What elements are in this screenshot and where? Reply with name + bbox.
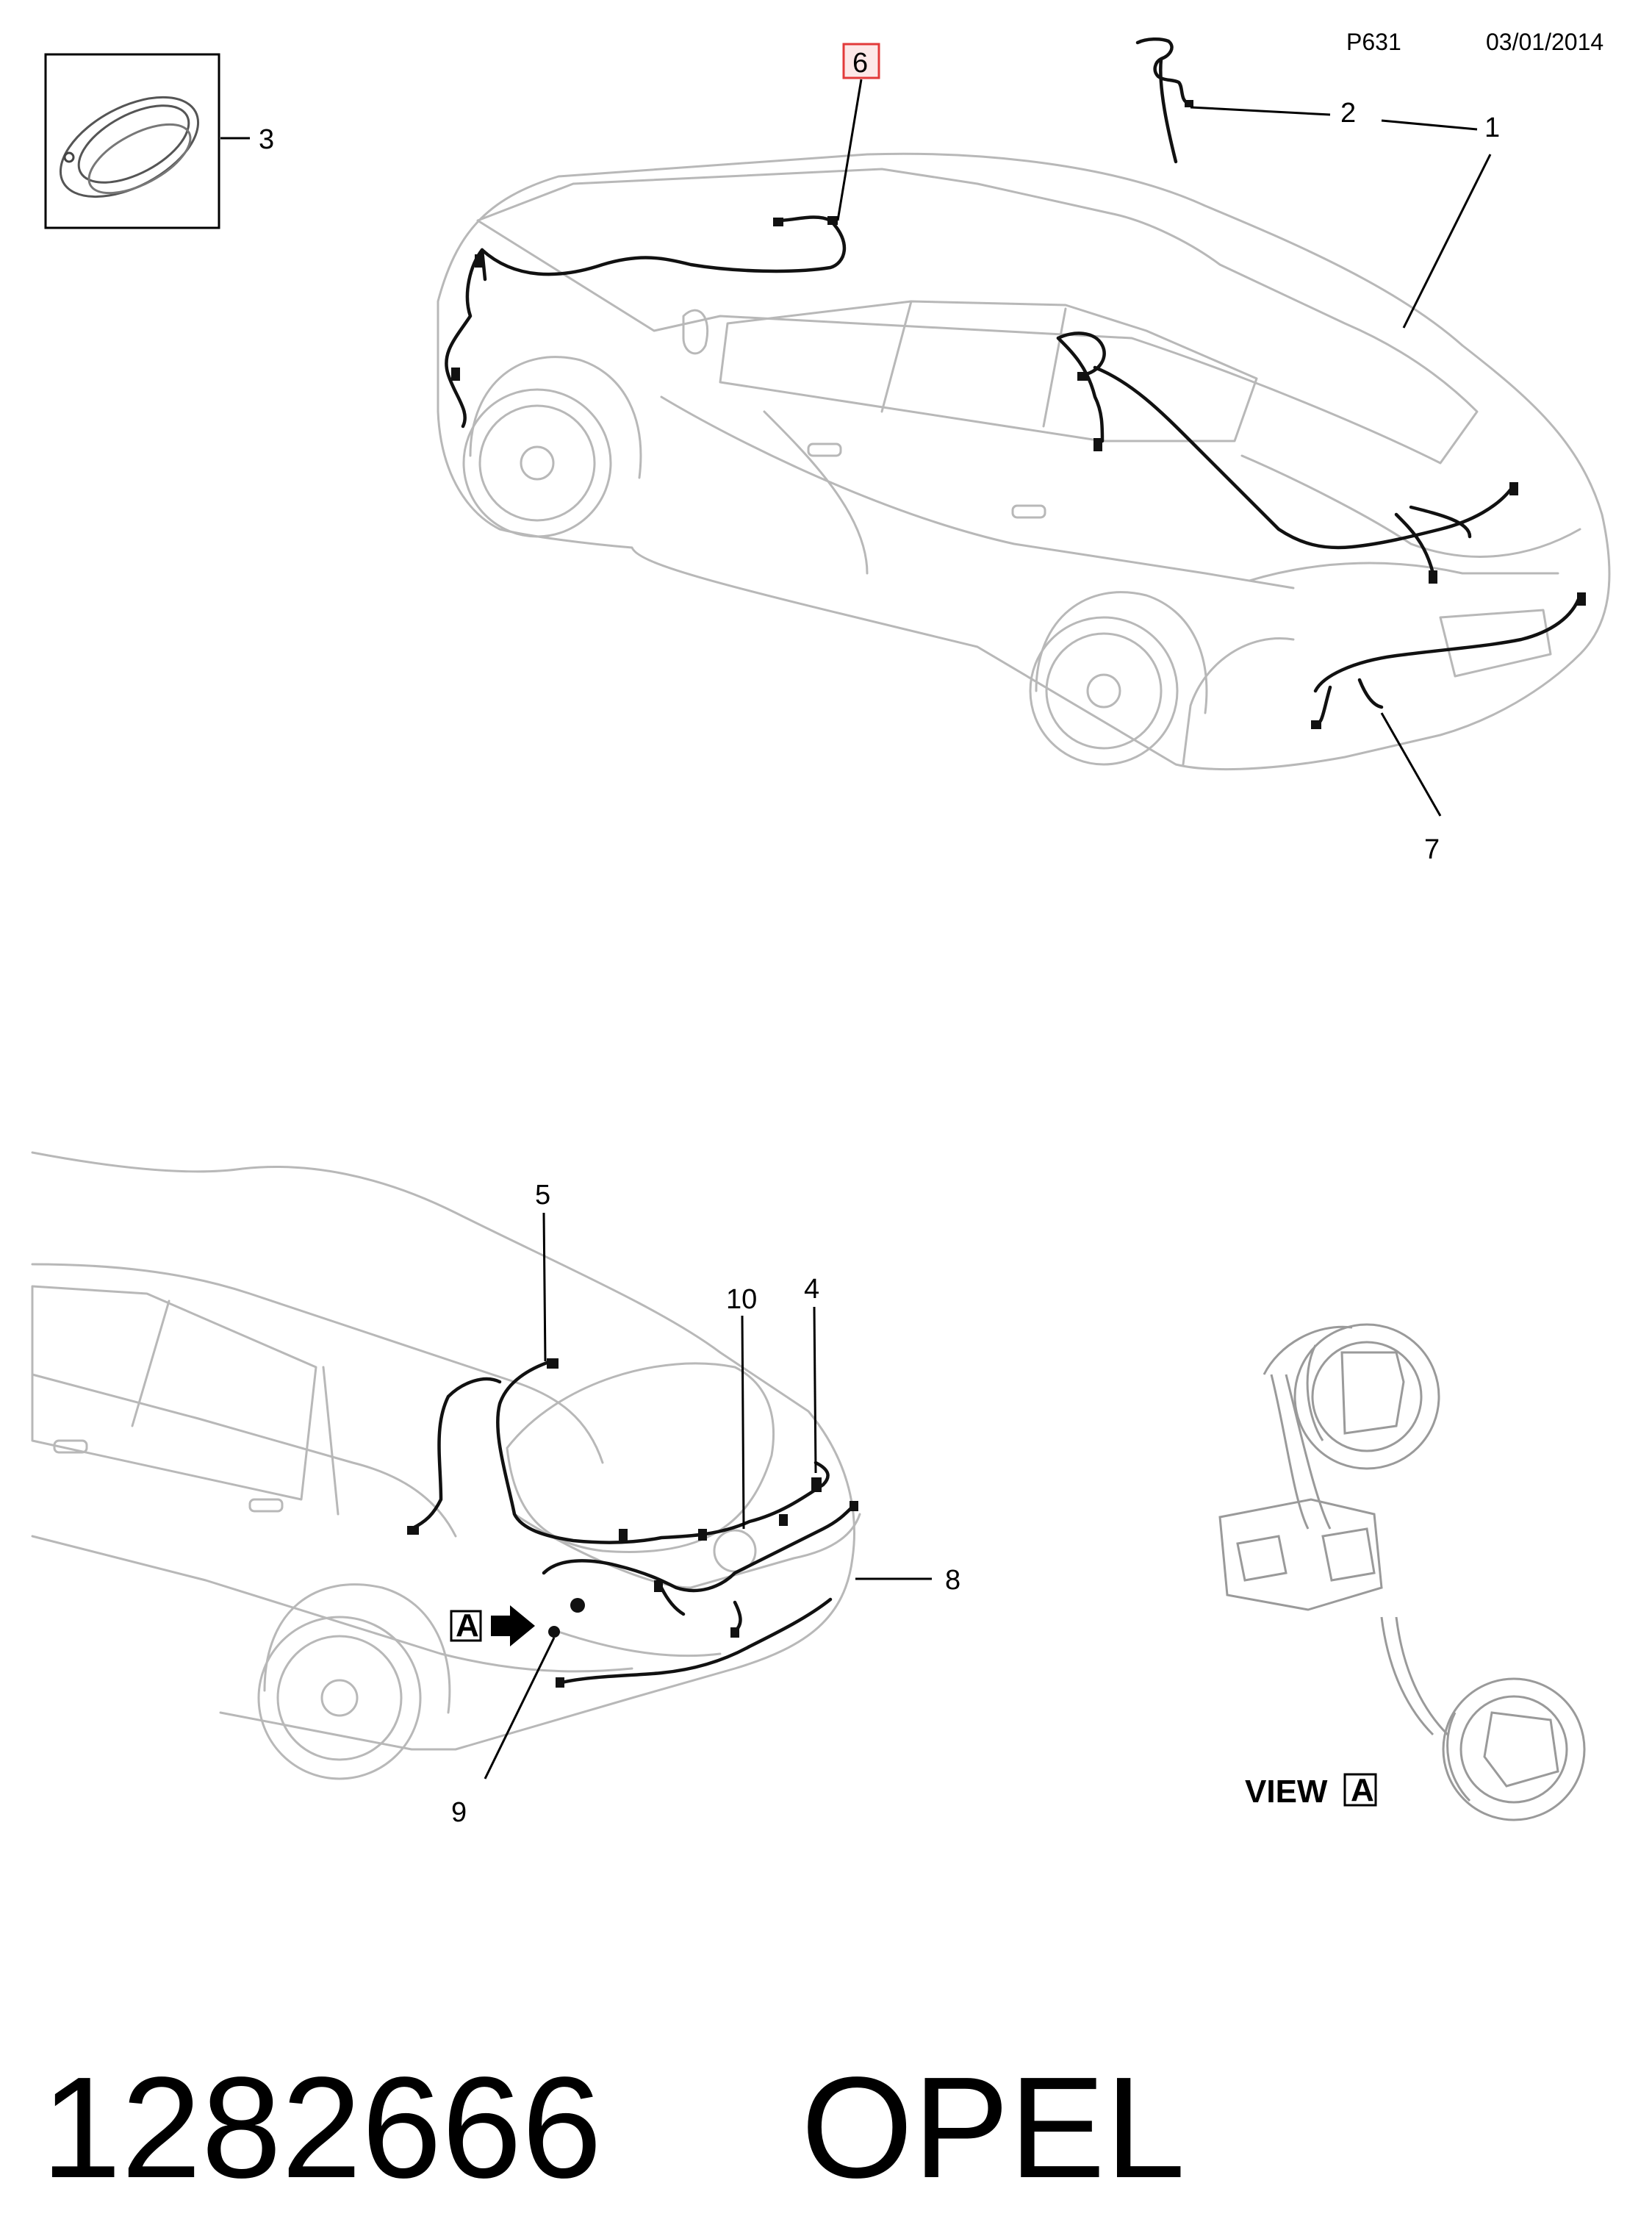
- view-a-marker: A: [450, 1605, 535, 1646]
- callout-7: 7: [1424, 834, 1440, 865]
- callout-8: 8: [945, 1565, 960, 1596]
- page-code: P631: [1346, 29, 1401, 55]
- diagram-date: 03/01/2014: [1486, 29, 1603, 55]
- view-caption-box: [1343, 1773, 1377, 1807]
- grommet-inset: [44, 53, 220, 229]
- callout-4: 4: [804, 1274, 819, 1305]
- callout-10: 10: [726, 1284, 757, 1315]
- view-marker-letter: A: [456, 1607, 479, 1644]
- sedan-harness: [445, 37, 1586, 729]
- view-arrow-icon: [491, 1605, 535, 1646]
- estate-harness: [407, 1358, 858, 1688]
- view-a-detail: [1218, 1323, 1586, 1821]
- brand-name: OPEL: [801, 2047, 1185, 2208]
- callout-9: 9: [451, 1797, 467, 1828]
- callout-1: 1: [1484, 112, 1500, 143]
- callout-6-highlight: [842, 43, 880, 79]
- estate-illustration: [31, 1151, 861, 1780]
- sedan-illustration: [437, 152, 1611, 771]
- view-caption-prefix: VIEW: [1245, 1774, 1328, 1810]
- view-caption-letter: A: [1351, 1772, 1374, 1808]
- part-number: 1282666: [41, 2047, 602, 2208]
- callout-6: 6: [852, 48, 868, 79]
- callout-2: 2: [1340, 98, 1356, 129]
- callout-5: 5: [535, 1180, 550, 1211]
- callout-3: 3: [259, 124, 274, 155]
